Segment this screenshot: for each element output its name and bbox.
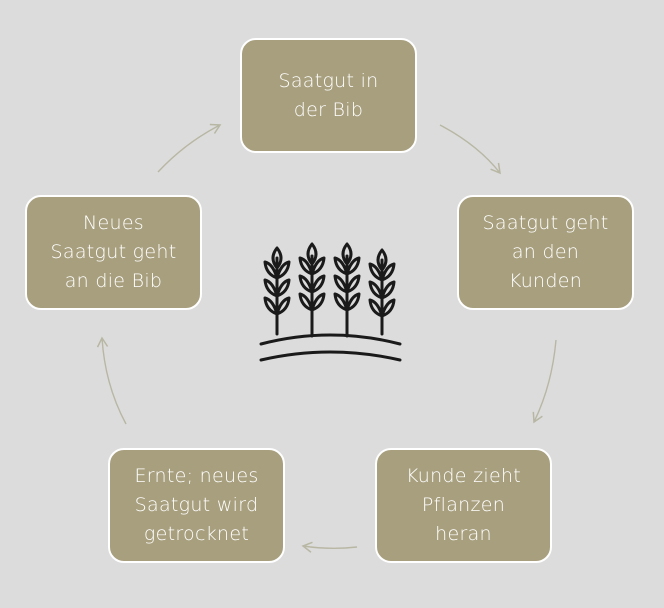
arrow-n3-n4 bbox=[301, 541, 358, 553]
wheat-field-icon bbox=[259, 242, 402, 362]
cycle-step-line: Pflanzen bbox=[421, 494, 506, 516]
cycle-step-harvest-dry-seed: Ernte; neues Saatgut wird getrocknet bbox=[108, 448, 285, 563]
wheat-stalk-icon bbox=[298, 242, 326, 338]
cycle-step-line: getrocknet bbox=[143, 523, 250, 545]
cycle-step-line: Saatgut geht bbox=[50, 241, 177, 263]
wheat-stalk-icon bbox=[368, 248, 396, 336]
cycle-step-seed-in-library: Saatgut in der Bib bbox=[240, 38, 417, 153]
cycle-step-line: Neues bbox=[82, 212, 145, 234]
cycle-step-line: an die Bib bbox=[64, 270, 163, 292]
cycle-step-line: an den bbox=[511, 241, 580, 263]
cycle-step-line: Saatgut wird bbox=[134, 494, 259, 516]
ground-line bbox=[259, 333, 402, 346]
arrow-n5-n1 bbox=[157, 123, 222, 173]
cycle-step-text: Saatgut in der Bib bbox=[278, 67, 378, 125]
ground-line bbox=[259, 350, 402, 362]
cycle-step-seed-to-customer: Saatgut geht an den Kunden bbox=[457, 195, 634, 310]
cycle-step-line: Kunden bbox=[508, 270, 583, 292]
cycle-step-new-seed-to-library: Neues Saatgut geht an die Bib bbox=[25, 195, 202, 310]
cycle-step-text: Ernte; neues Saatgut wird getrocknet bbox=[134, 462, 258, 549]
cycle-step-customer-grows-plants: Kunde zieht Pflanzen heran bbox=[375, 448, 552, 563]
cycle-step-line: Kunde zieht bbox=[405, 465, 522, 487]
cycle-step-text: Neues Saatgut geht an die Bib bbox=[51, 209, 177, 296]
cycle-step-line: der Bib bbox=[293, 98, 364, 121]
cycle-step-line: heran bbox=[435, 523, 492, 545]
cycle-step-line: Saatgut in bbox=[278, 69, 379, 92]
cycle-step-text: Saatgut geht an den Kunden bbox=[483, 209, 609, 296]
cycle-step-text: Kunde zieht Pflanzen heran bbox=[406, 462, 521, 549]
arrow-n4-n5 bbox=[96, 336, 127, 425]
arrow-n1-n2 bbox=[439, 124, 501, 175]
arrow-n2-n3 bbox=[532, 339, 557, 424]
cycle-step-line: Ernte; neues bbox=[134, 465, 259, 487]
wheat-stalk-icon bbox=[263, 246, 291, 336]
wheat-stalk-icon bbox=[333, 242, 361, 338]
cycle-step-line: Saatgut geht bbox=[482, 212, 609, 234]
